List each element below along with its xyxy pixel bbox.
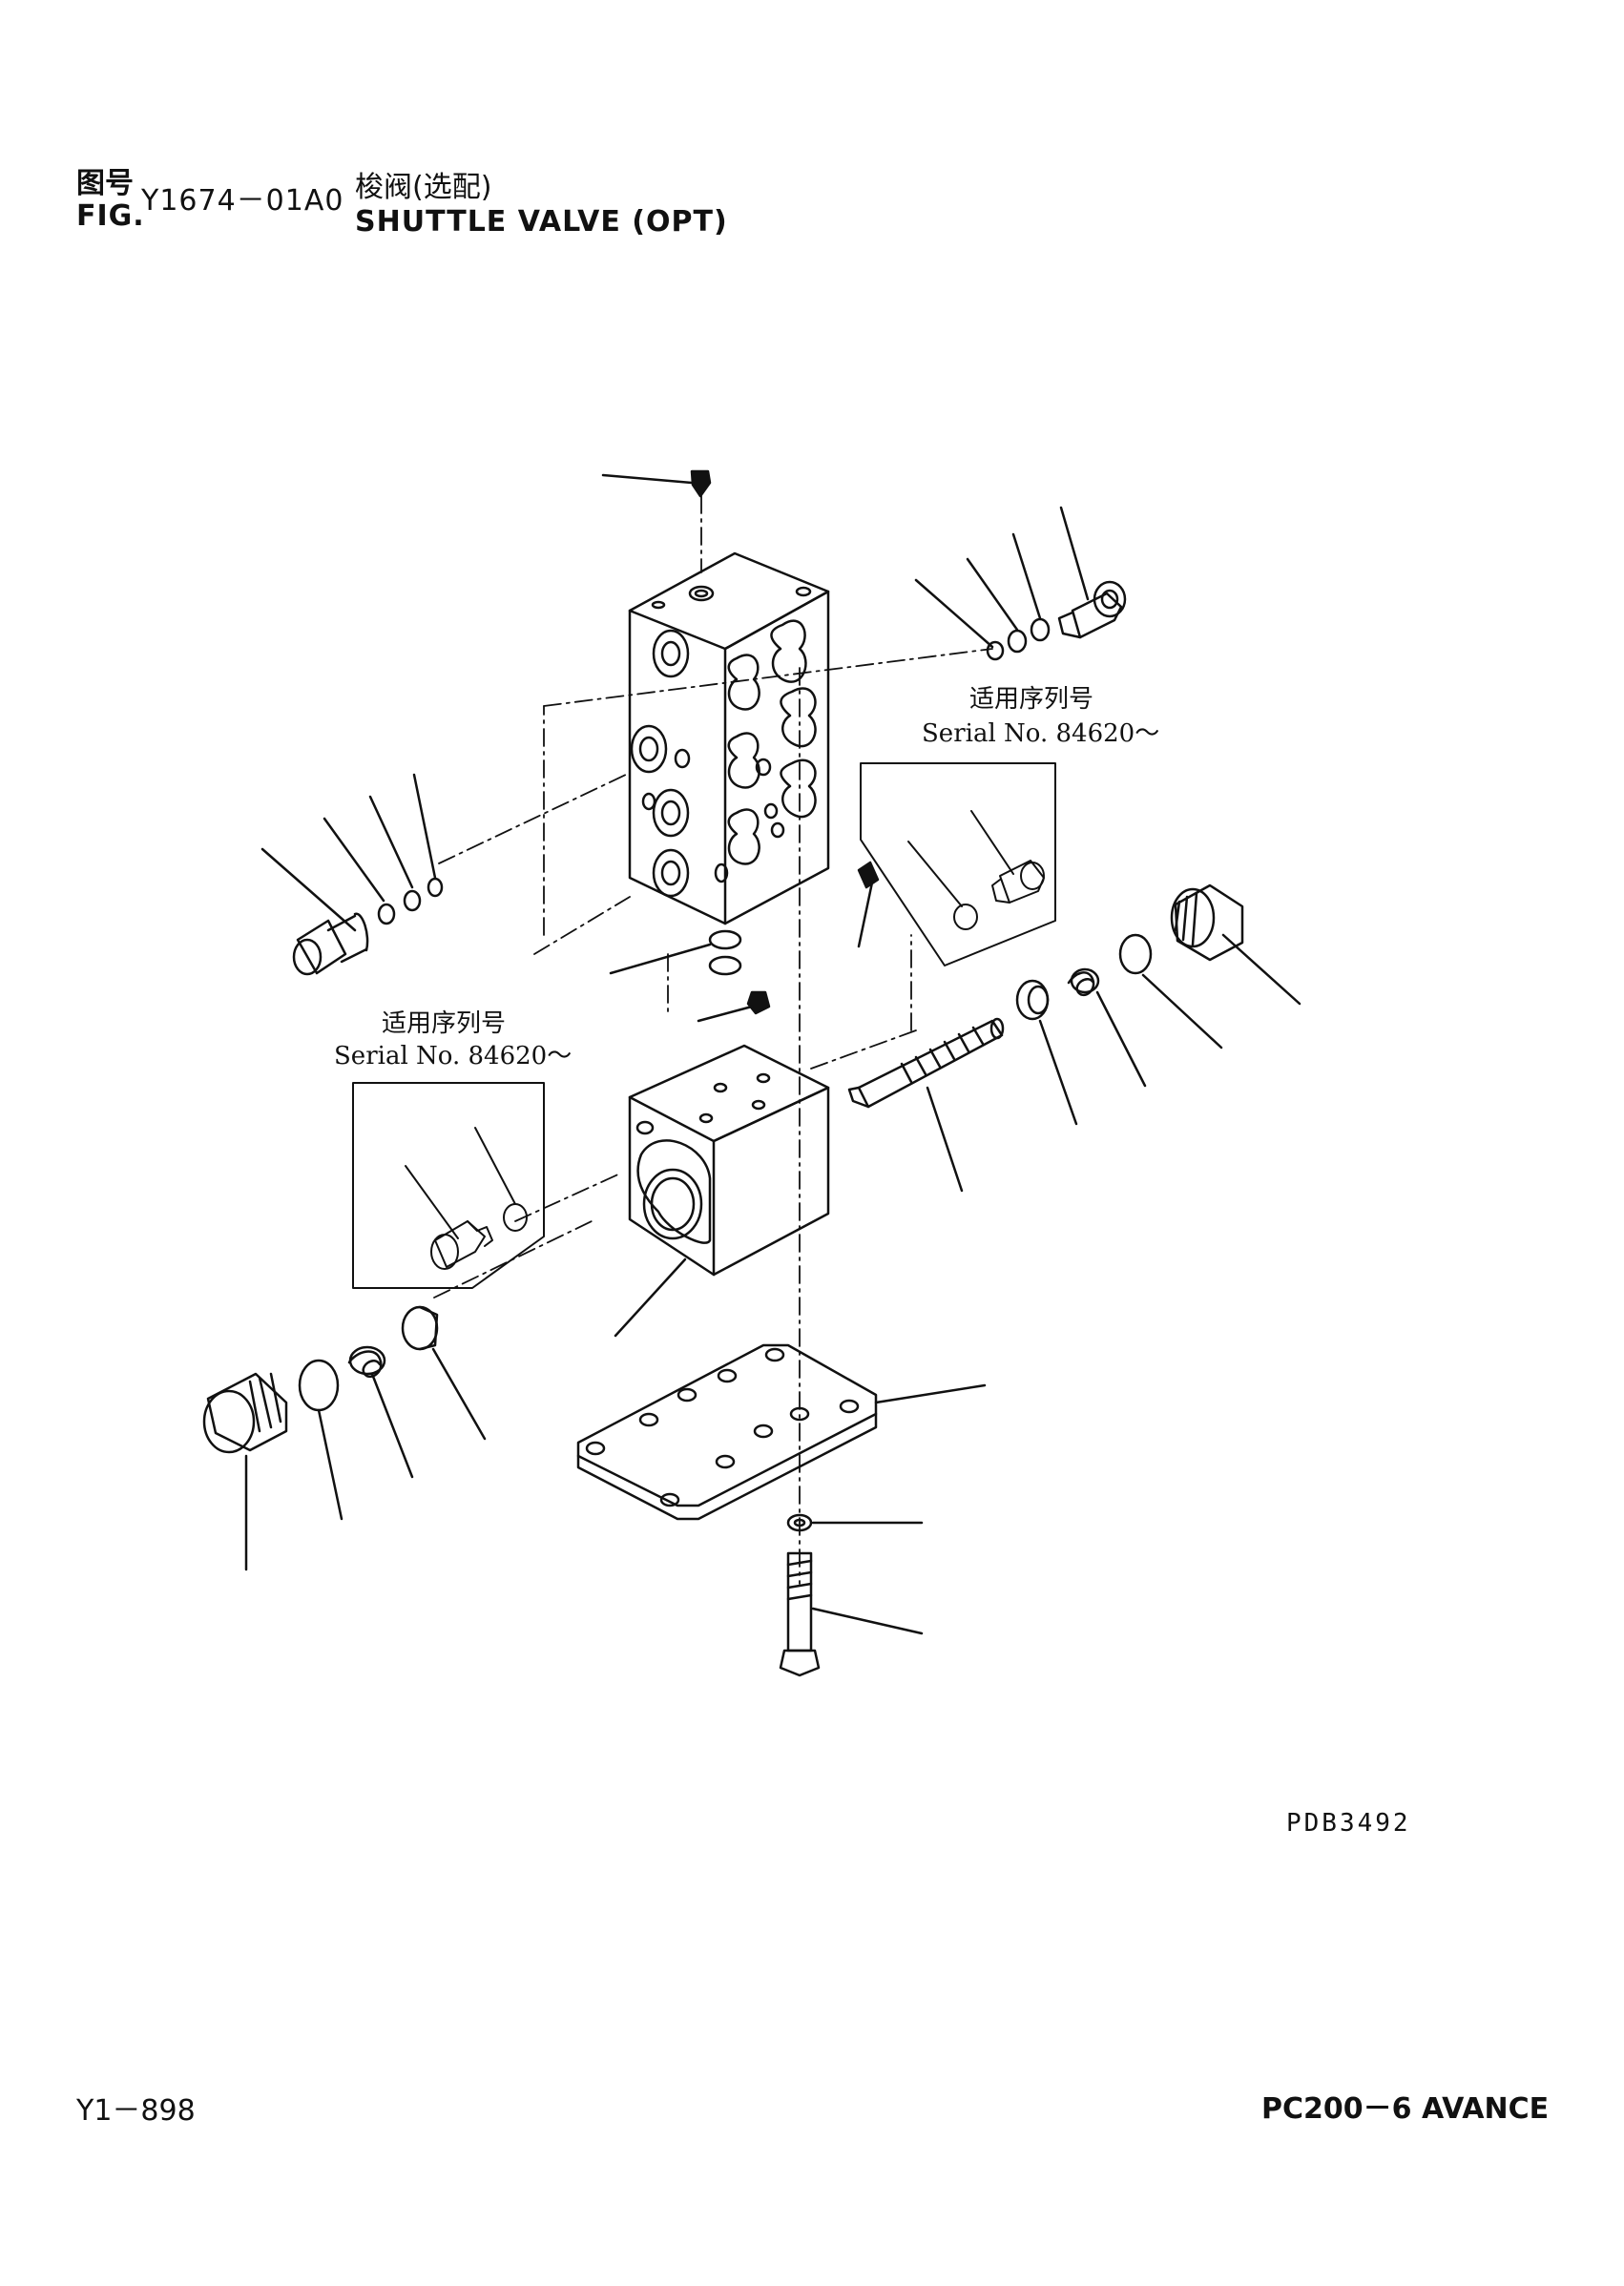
bolt-and-washer	[779, 1513, 924, 1677]
valve-body-upper	[628, 551, 830, 925]
lower-left-components	[202, 1305, 487, 1571]
base-plate	[576, 1343, 987, 1521]
lower-serial-callout	[352, 1082, 545, 1289]
lower-serial-label-en: Serial No. 84620～	[334, 1042, 573, 1070]
fig-label-en: FIG.	[76, 199, 145, 233]
upper-serial-callout	[860, 762, 1056, 966]
right-fitting-upper	[914, 506, 1127, 661]
top-plug	[601, 469, 712, 498]
valve-body-lower	[614, 1044, 830, 1338]
upper-serial-label-en: Serial No. 84620～	[922, 719, 1160, 748]
fig-number: Y1674－01A0	[141, 184, 344, 218]
upper-serial-label-cn: 适用序列号	[969, 685, 1094, 714]
drawing-code: PDB3492	[1286, 1809, 1411, 1838]
lower-serial-label-cn: 适用序列号	[382, 1009, 507, 1038]
left-fitting-upper	[260, 773, 444, 976]
title-en: SHUTTLE VALVE (OPT)	[355, 205, 728, 239]
page-number: Y1－898	[76, 2094, 196, 2128]
spool-assembly	[847, 883, 1301, 1193]
title-cn: 梭阀(选配)	[355, 171, 492, 204]
center-lines	[433, 495, 993, 1585]
fig-label-cn: 图号	[76, 167, 134, 200]
model-name: PC200－6 AVANCE	[1261, 2092, 1550, 2126]
middle-plugs	[609, 861, 880, 1023]
